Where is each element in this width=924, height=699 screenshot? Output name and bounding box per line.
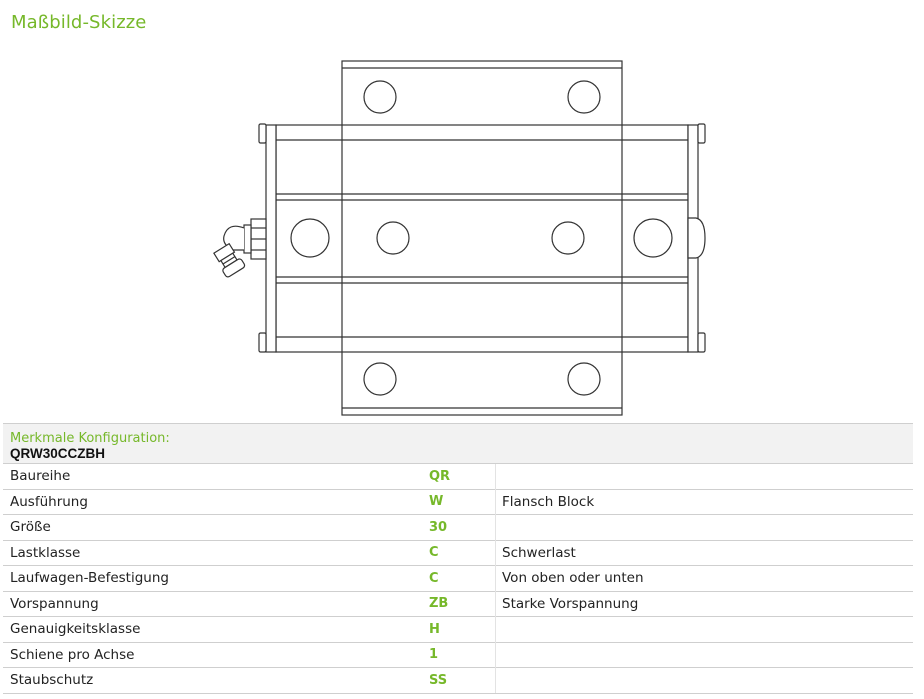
config-code-cell: C (420, 565, 496, 591)
config-desc-cell (495, 514, 913, 540)
config-desc-cell (495, 667, 913, 694)
dimension-drawing (213, 60, 706, 416)
config-code-cell: C (420, 539, 496, 566)
page-title: Maßbild-Skizze (11, 12, 147, 33)
configuration-label: Merkmale Konfiguration: (10, 431, 170, 446)
config-name-cell: Baureihe (3, 463, 420, 489)
seal-tab (258, 123, 267, 144)
config-name-cell: Staubschutz (3, 667, 420, 694)
config-code-cell: H (420, 616, 496, 642)
carriage-block (275, 124, 689, 353)
config-desc-cell (495, 641, 913, 668)
configuration-header: Merkmale Konfiguration: QRW30CCZBH (3, 423, 913, 463)
end-seal-left (265, 124, 277, 353)
config-desc-cell (495, 616, 913, 642)
end-plug (687, 217, 706, 259)
carriage-hole (290, 218, 330, 258)
config-desc-cell: Schwerlast (495, 539, 913, 566)
config-code-cell: 30 (420, 514, 496, 540)
rail-hole (567, 80, 601, 114)
config-name-cell: Schiene pro Achse (3, 641, 420, 668)
config-code-cell: W (420, 488, 496, 515)
config-name-cell: Laufwagen-Befestigung (3, 565, 420, 591)
grease-nipple-icon (213, 218, 267, 278)
config-desc-cell: Von oben oder unten (495, 565, 913, 591)
config-desc-cell: Starke Vorspannung (495, 590, 913, 617)
config-desc-cell (495, 463, 913, 489)
config-desc-cell: Flansch Block (495, 488, 913, 515)
rail-hole (567, 362, 601, 396)
configuration-code: QRW30CCZBH (10, 446, 106, 461)
config-code-cell: 1 (420, 641, 496, 668)
seal-tab (258, 332, 267, 353)
config-name-cell: Vorspannung (3, 590, 420, 617)
carriage-hole (551, 221, 585, 255)
rail-hole (363, 80, 397, 114)
config-name-cell: Genauigkeitsklasse (3, 616, 420, 642)
configuration-section: Merkmale Konfiguration: QRW30CCZBH Baure… (3, 423, 913, 694)
config-name-cell: Ausführung (3, 488, 420, 515)
config-code-cell: ZB (420, 590, 496, 617)
config-code-cell: QR (420, 463, 496, 489)
config-code-cell: SS (420, 667, 496, 694)
rail-hole (363, 362, 397, 396)
config-name-cell: Größe (3, 514, 420, 540)
seal-tab (697, 123, 706, 144)
seal-tab (697, 332, 706, 353)
config-name-cell: Lastklasse (3, 539, 420, 566)
carriage-hole (376, 221, 410, 255)
carriage-hole (633, 218, 673, 258)
